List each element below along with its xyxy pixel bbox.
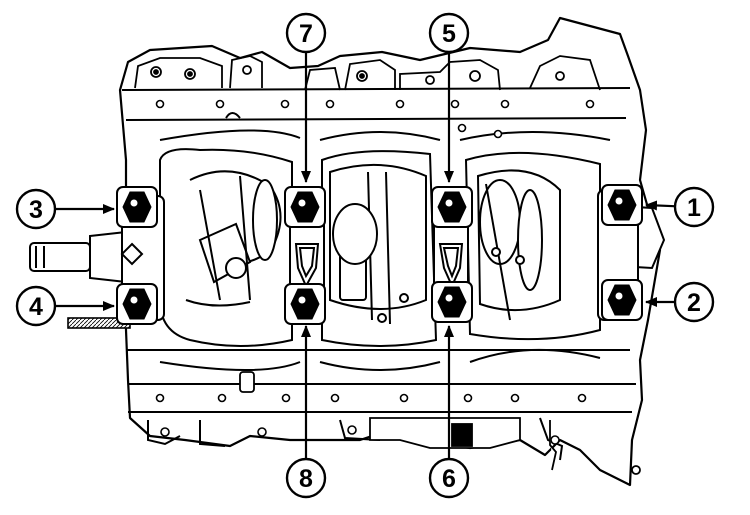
bolt-head-6 <box>431 281 473 323</box>
callout-circle-6 <box>428 457 470 499</box>
bolt-head-4 <box>116 283 158 325</box>
callout-label-6: 6 <box>442 465 456 493</box>
bolt-head-8 <box>284 283 326 325</box>
callout-circle-4 <box>15 285 57 327</box>
callout-2: 2 <box>645 281 715 323</box>
bolt-head-5 <box>431 186 473 228</box>
callout-circle-1 <box>673 186 715 228</box>
callout-7: 7 <box>285 12 327 183</box>
lower-rail-holes <box>155 393 587 445</box>
callout-circle-2 <box>673 281 715 323</box>
callout-6: 6 <box>428 325 470 499</box>
top-bosses <box>134 55 601 91</box>
callout-label-5: 5 <box>442 20 456 48</box>
bolt-heads <box>116 184 643 325</box>
bolt-head-1 <box>601 184 643 226</box>
callout-label-8: 8 <box>299 465 313 493</box>
callout-5: 5 <box>428 12 470 183</box>
callout-circle-8 <box>285 457 327 499</box>
callout-arrow-1 <box>645 200 675 211</box>
upper-rail <box>121 87 631 141</box>
bolt-head-2 <box>601 279 643 321</box>
bolt-head-7 <box>284 186 326 228</box>
callout-circle-3 <box>15 188 57 230</box>
callout-label-7: 7 <box>299 20 313 48</box>
crank-bay-right <box>464 151 601 341</box>
callout-label-1: 1 <box>687 194 701 222</box>
callout-label-3: 3 <box>29 196 43 224</box>
callout-circle-7 <box>285 12 327 54</box>
upper-rail-holes <box>155 99 595 139</box>
callout-8: 8 <box>285 325 327 499</box>
callout-1: 1 <box>645 186 715 228</box>
crank-bay-middle <box>321 150 438 347</box>
crank-bay-left <box>159 148 293 347</box>
callout-label-4: 4 <box>29 293 43 321</box>
callout-4: 4 <box>15 285 115 327</box>
bolt-head-3 <box>116 186 158 228</box>
callout-circle-5 <box>428 12 470 54</box>
lower-rail <box>126 348 636 461</box>
oil-pump-housing <box>239 371 641 475</box>
callout-label-2: 2 <box>687 289 701 317</box>
callout-layer: 1 2 3 4 5 6 7 8 <box>15 12 715 499</box>
callout-3: 3 <box>15 188 115 230</box>
